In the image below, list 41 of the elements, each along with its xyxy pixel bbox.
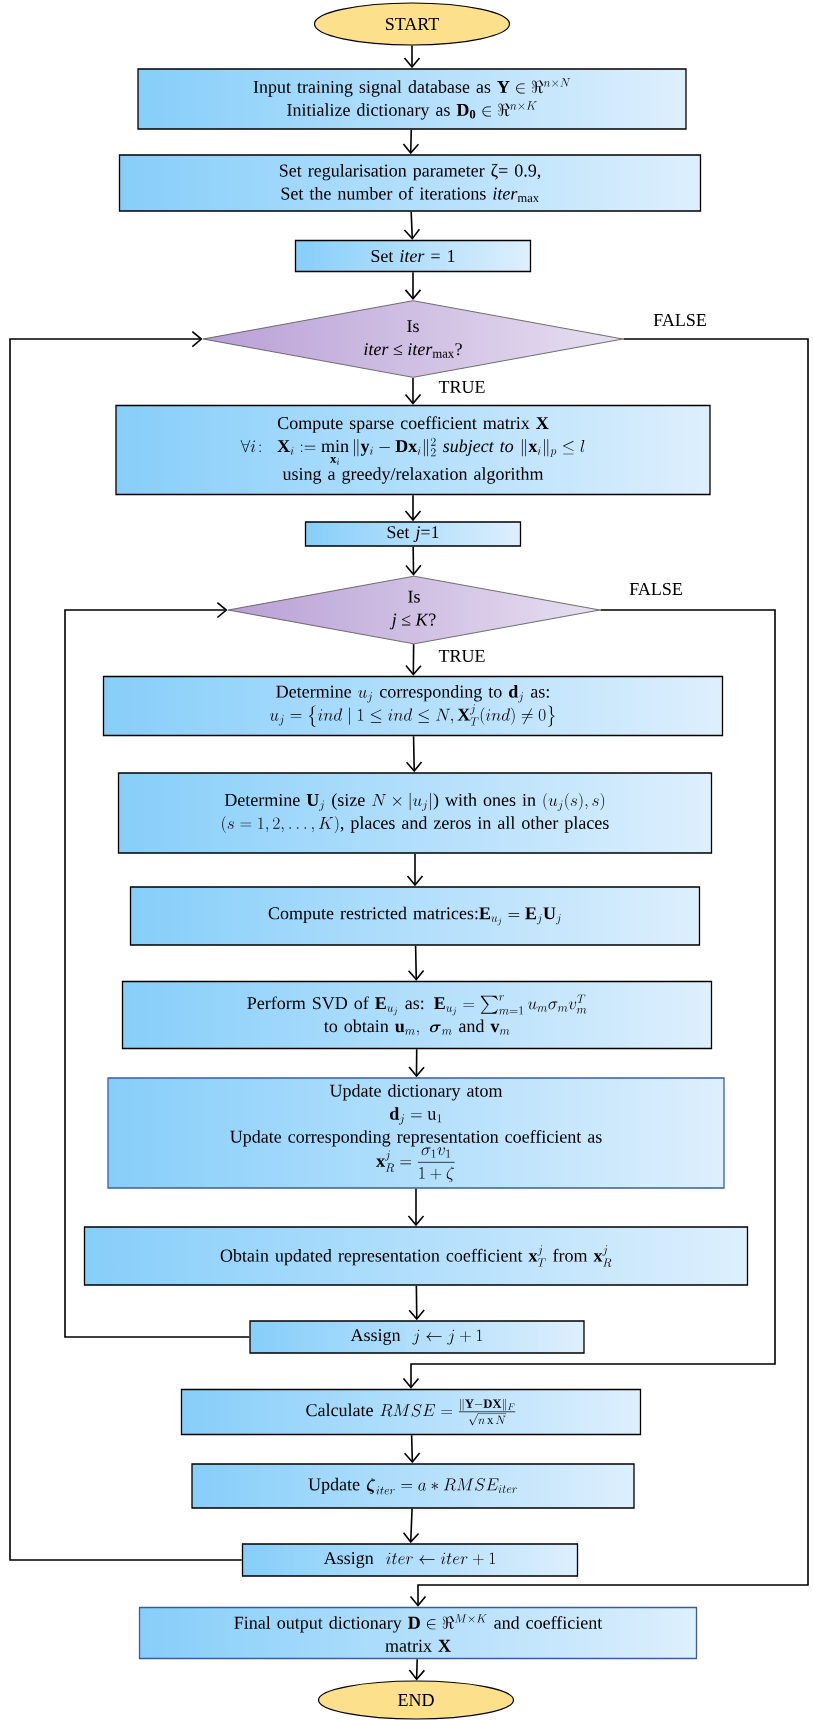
process-box: $\text{Determine }u_j\text{ corresponding to }\mathbf{d}_j\text{ as:}$ $u_j=\left\{ind\mid 1\le ind\le N, \mathbf{X}_T^j(ind)\ne 0\right\}$ [102,675,724,737]
process-box: $\text{Final output dictionary }\mathbf{D}\in\Re^{M\times K}\text{ and coefficient}$ matrix X [138,1606,698,1660]
arrow [405,735,423,773]
arrow [403,210,421,240]
arrow [405,643,422,676]
process-box: Set j=1 [304,521,522,547]
arrow [404,271,422,301]
process-box: $\text{Obtain updated representation coefficient }\mathbf{x}_T^j\text{ from }\mathbf{x}_R^j$ [83,1226,749,1286]
arrow [402,609,776,1389]
edge-label: TRUE [437,649,487,663]
arrow [9,330,243,1561]
process-box: $\text{Calculate }RMSE=\frac{\|\mathbf{Y}-\mathbf{DX}\|_F}{\sqrt{n\mathrm{\,x\,}N}}$ [180,1388,642,1436]
arrow [407,1187,425,1227]
process-box: $\text{Perform SVD of }\mathbf{E}_{u_j}\text{ as: }\mathbf{E}_{u_j}=\sum_{m=1}^{r}u_m\sigma_m v_m^T$ $\text{to obtain }\mathbf{u}_m,\ \boldsymbol{\sigma}_m\text{ and }\mathbf{v}_m$ [121,980,713,1050]
process-box: $\text{Update }\boldsymbol{\zeta}_{iter}=a*RMSE_{iter}$ [191,1463,635,1509]
process-box: $\text{Determine }\mathbf{U}_j\text{ (size }N\times|u_j|\text{) with ones in }(u_j(s),s)$ $(s=1,2,\ldots,K)\text{, places and zeros in all other places}$ [117,772,713,854]
arrow [406,852,424,887]
arrow [408,1284,425,1321]
arrow [408,1658,426,1681]
arrow [407,944,425,981]
process-box: $\text{Assign }\ iter\leftarrow iter+1$ [241,1543,579,1577]
edge-label: TRUE [437,380,487,394]
arrow [409,338,809,1607]
process-box: Set iter = 1 [294,239,532,273]
arrow [403,1434,421,1464]
arrow [404,377,422,405]
process-box: $\text{Input training signal database as }\mathbf{Y}\in\Re^{n\times N}$ $\text{Initialize dictionary as }\mathbf{D_0}\in\Re^{n\times K}$ [137,68,687,130]
process-box: $\text{Compute restricted matrices:}\mathbf{E}_{u_j}=\mathbf{E}_j\mathbf{U}_j$ [129,886,701,946]
edge-label: FALSE [652,312,708,328]
arrow [403,44,421,69]
arrow [404,494,422,522]
arrow [402,128,420,155]
edge-label: FALSE [628,581,684,597]
process-box: Update dictionary atom $\mathbf{d}_j=\mathrm{u}_1$ Update corresponding representation coefficient as $\mathbf{x}_R^j=\dfrac{\sigma_1 v_1}{1+\zeta}$ [107,1077,725,1189]
arrow [64,601,251,1338]
arrow [408,1048,425,1078]
process-box: $\text{Assign }\ j\leftarrow j+1$ [249,1320,585,1354]
process-box: Set regularisation parameter ζ= 0.9, Set the number of iterations iter$_{max}$ [118,154,702,212]
arrow [405,545,422,576]
arrow [402,1507,420,1544]
process-box: Compute sparse coefficient matrix X $\forall i\colon\ \mathbf{X}_i := \min\limits_{\mathbf{x}_i}\|\mathbf{y}_i-\mathbf{D}\mathbf{x}_i\|_2^2\ \textit{subject to}\ \|\mathbf{x}_i\|_p\le l$ using a greedy/relaxation algorithm [115,404,711,496]
